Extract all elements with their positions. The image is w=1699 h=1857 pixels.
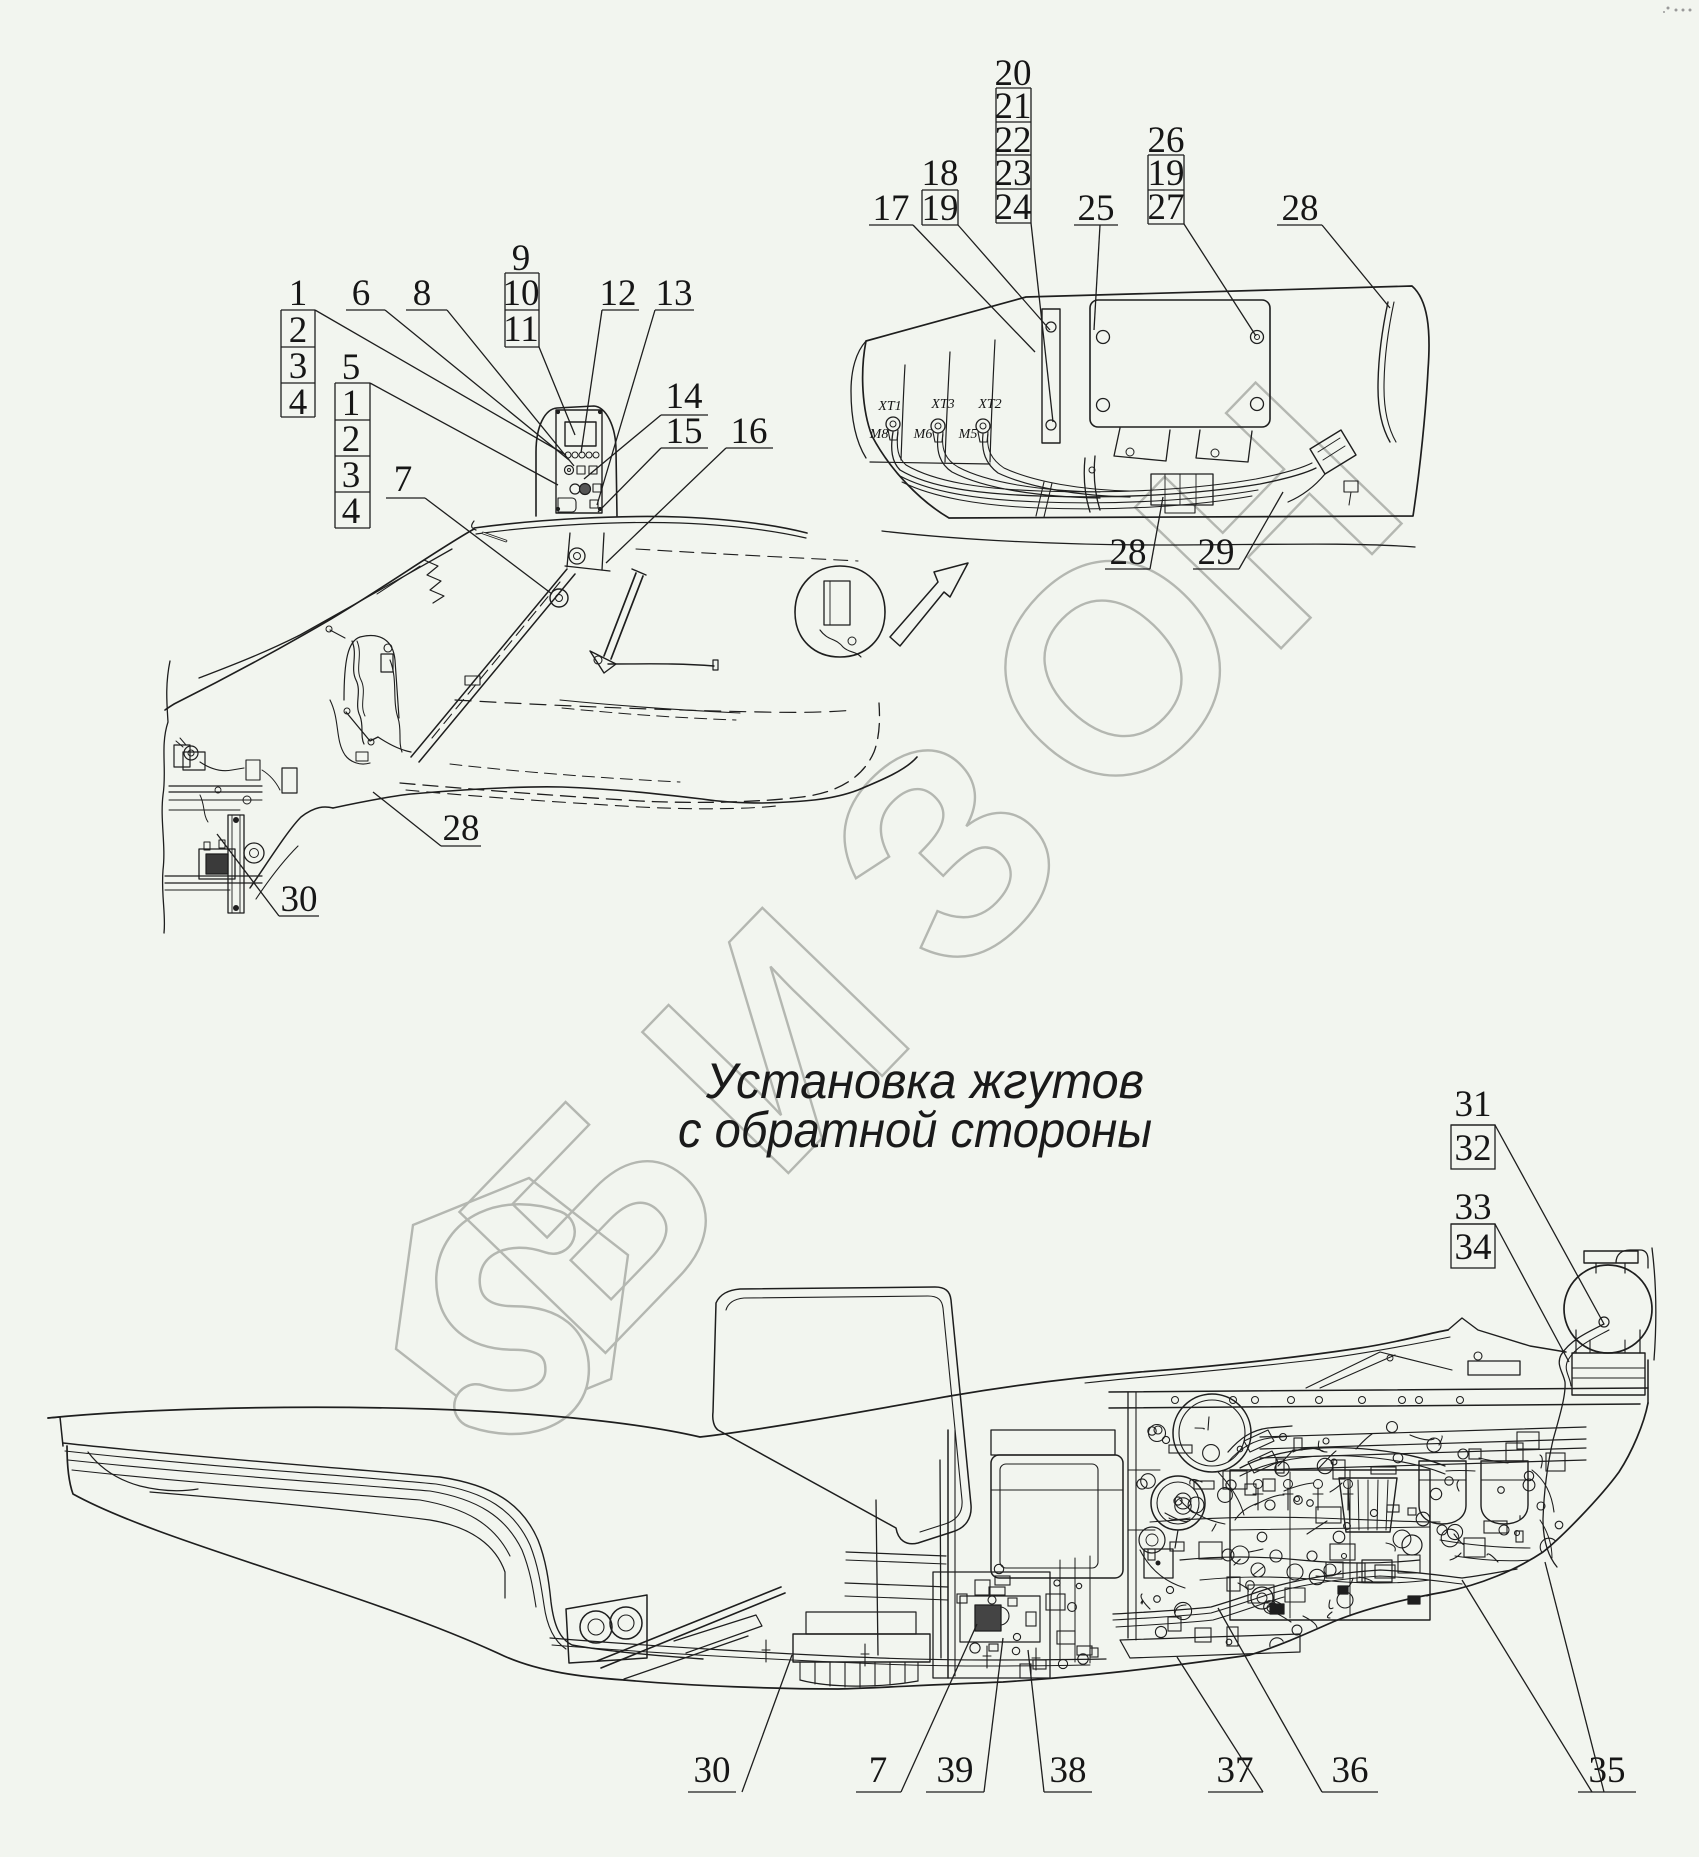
svg-text:23: 23 [995, 153, 1032, 194]
svg-text:19: 19 [1148, 153, 1185, 194]
svg-text:21: 21 [995, 86, 1032, 127]
svg-text:29: 29 [1198, 532, 1235, 573]
svg-text:38: 38 [1050, 1750, 1087, 1791]
svg-text:18: 18 [922, 153, 959, 194]
svg-text:с обратной стороны: с обратной стороны [678, 1102, 1152, 1158]
svg-text:28: 28 [1110, 532, 1147, 573]
svg-text:13: 13 [656, 273, 693, 314]
svg-text:М6: М6 [913, 427, 933, 442]
svg-text:26: 26 [1148, 120, 1185, 161]
svg-text:11: 11 [503, 309, 539, 350]
svg-text:5: 5 [342, 347, 361, 388]
svg-text:10: 10 [503, 273, 540, 314]
svg-text:М5: М5 [958, 427, 978, 442]
svg-text:2: 2 [289, 310, 308, 351]
svg-text:30: 30 [694, 1750, 731, 1791]
svg-text:39: 39 [937, 1750, 974, 1791]
svg-text:2: 2 [342, 419, 361, 460]
svg-text:1: 1 [289, 273, 308, 314]
svg-text:Установка жгутов: Установка жгутов [705, 1053, 1144, 1109]
svg-text:30: 30 [281, 879, 318, 920]
svg-text:25: 25 [1078, 188, 1115, 229]
svg-text:19: 19 [922, 188, 959, 229]
svg-text:М8: М8 [869, 427, 889, 442]
svg-text:3: 3 [342, 455, 361, 496]
svg-text:20: 20 [995, 53, 1032, 94]
svg-text:15: 15 [666, 411, 703, 452]
svg-text:8: 8 [413, 273, 432, 314]
svg-text:7: 7 [869, 1750, 888, 1791]
svg-text:ХТ3: ХТ3 [930, 397, 954, 412]
svg-text:37: 37 [1217, 1750, 1254, 1791]
svg-text:3: 3 [289, 346, 308, 387]
svg-text:24: 24 [995, 187, 1032, 228]
svg-text:35: 35 [1589, 1750, 1626, 1791]
svg-text:17: 17 [873, 188, 910, 229]
svg-text:36: 36 [1332, 1750, 1369, 1791]
svg-text:7: 7 [394, 459, 413, 500]
svg-text:31: 31 [1455, 1084, 1492, 1125]
svg-text:16: 16 [731, 411, 768, 452]
svg-text:ХТ1: ХТ1 [877, 399, 901, 414]
svg-text:4: 4 [289, 382, 308, 423]
svg-text:9: 9 [512, 238, 531, 279]
svg-text:32: 32 [1455, 1128, 1492, 1169]
svg-text:12: 12 [600, 273, 637, 314]
svg-text:28: 28 [443, 808, 480, 849]
svg-text:6: 6 [352, 273, 371, 314]
svg-text:14: 14 [666, 376, 703, 417]
svg-text:22: 22 [995, 120, 1032, 161]
svg-text:1: 1 [342, 383, 361, 424]
svg-text:ХТ2: ХТ2 [977, 397, 1001, 412]
svg-text:27: 27 [1148, 187, 1185, 228]
svg-text:33: 33 [1455, 1187, 1492, 1228]
svg-text:28: 28 [1282, 188, 1319, 229]
svg-text:34: 34 [1455, 1227, 1492, 1268]
svg-text:4: 4 [342, 491, 361, 532]
